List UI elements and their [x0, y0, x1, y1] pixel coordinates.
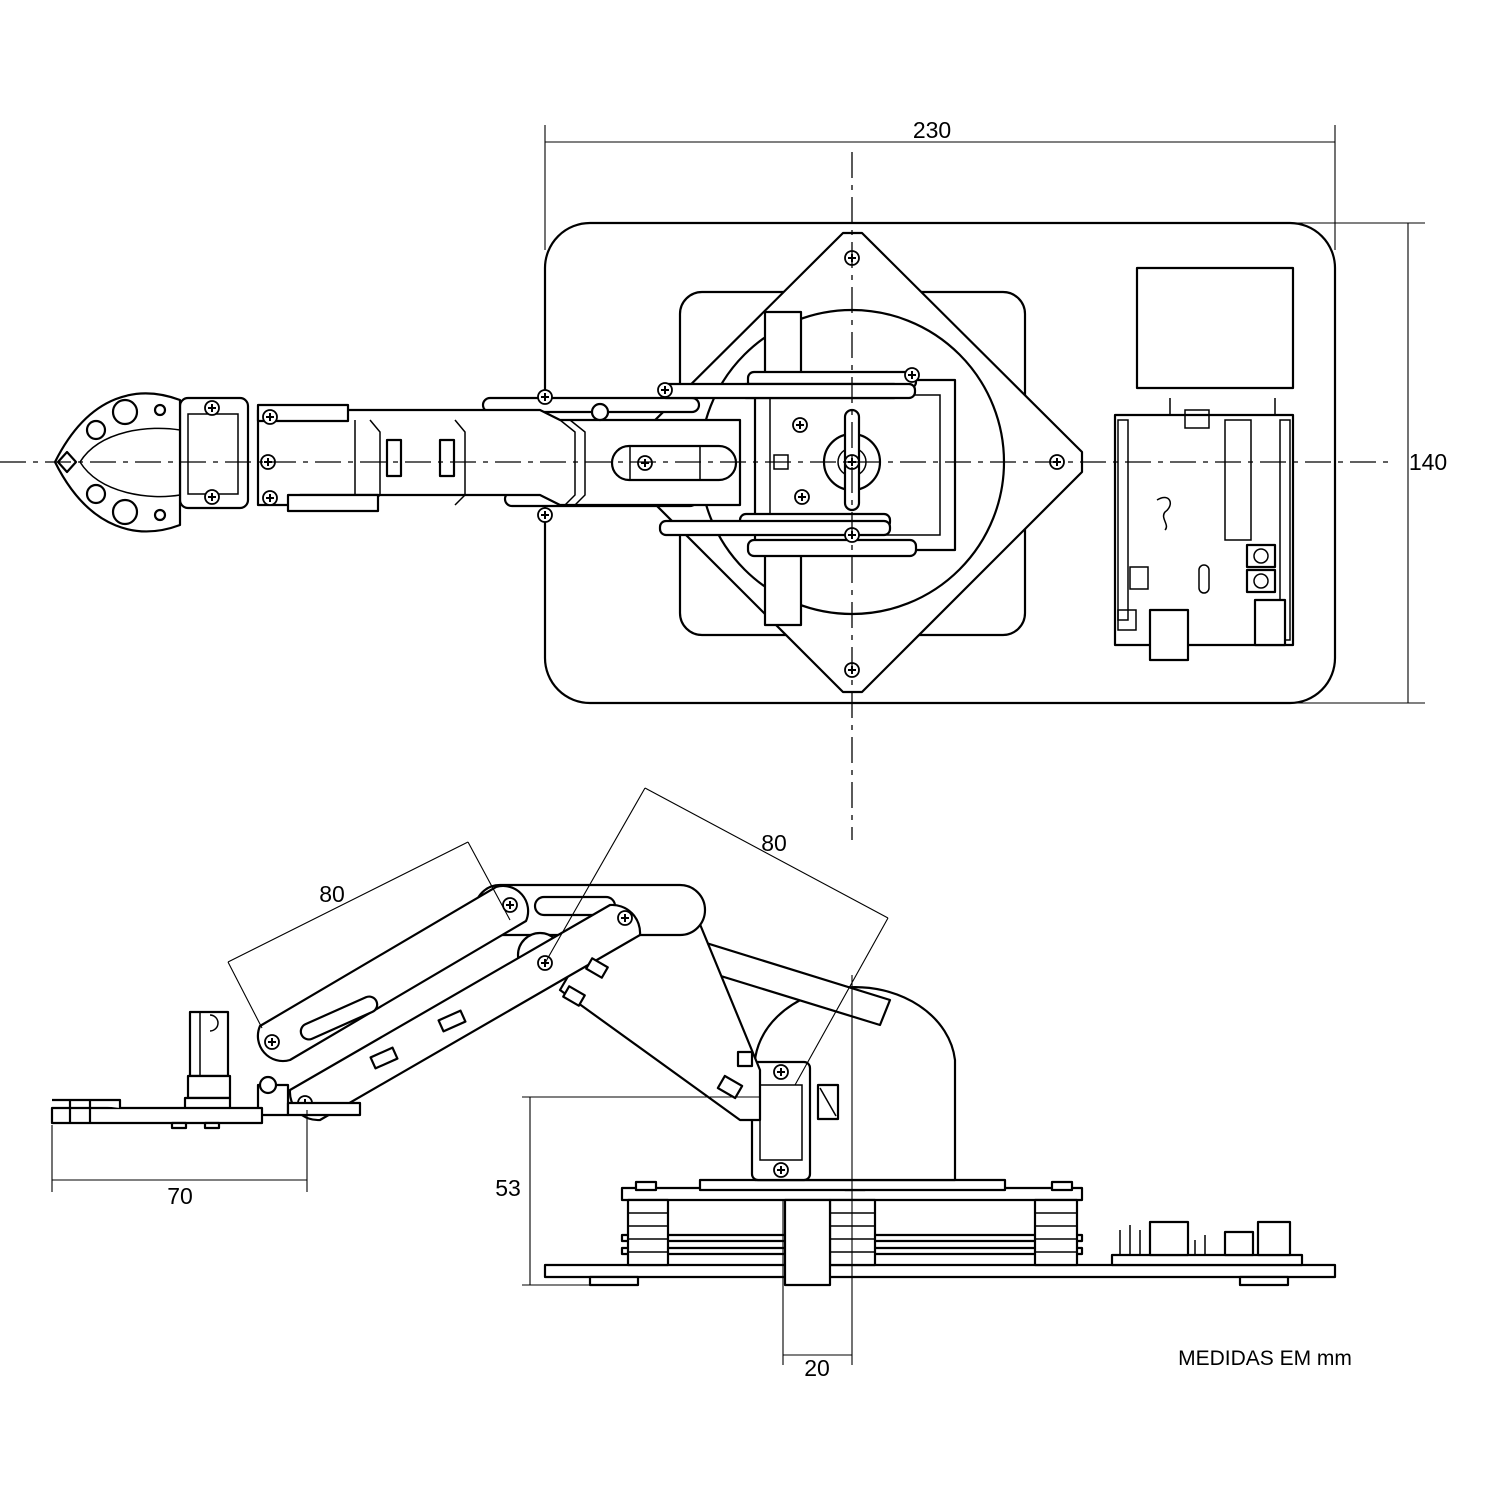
dimension-80-upper-arm: 80	[227, 841, 511, 1029]
screw-icon	[773, 1064, 789, 1080]
dimension-140: 140	[1290, 222, 1447, 704]
screw-icon	[537, 389, 553, 405]
dimension-label-230: 230	[913, 117, 951, 143]
screw-icon	[617, 910, 633, 926]
dimension-230: 230	[544, 117, 1336, 250]
board-logo-icon	[1156, 496, 1172, 531]
screw-icon	[794, 489, 810, 505]
units-note: MEDIDAS EM mm	[1178, 1347, 1352, 1370]
dimension-label-70: 70	[167, 1183, 193, 1209]
screw-icon	[264, 1034, 280, 1050]
side-base-plate	[543, 1263, 1337, 1279]
dimension-label-80-upper: 80	[319, 881, 345, 907]
screw-icon	[204, 400, 220, 416]
screw-icon	[262, 409, 278, 425]
dimension-80-forearm: 80	[544, 787, 889, 1086]
gripper-servo-side	[188, 1010, 230, 1078]
top-view	[53, 221, 1337, 705]
screw-icon	[204, 489, 220, 505]
dimension-label-80-forearm: 80	[761, 830, 787, 856]
screw-icon	[773, 1162, 789, 1178]
side-view	[50, 883, 1337, 1287]
dimension-53: 53	[495, 1096, 760, 1286]
screw-icon	[262, 490, 278, 506]
upper-arm-link	[481, 396, 701, 414]
dimension-label-20: 20	[804, 1355, 830, 1381]
screw-icon	[637, 455, 653, 471]
screw-icon	[657, 382, 673, 398]
dimension-70: 70	[51, 1110, 308, 1209]
arm-body	[256, 408, 742, 507]
arm-slot	[610, 444, 738, 482]
dimension-label-140: 140	[1409, 449, 1447, 475]
screw-icon	[792, 417, 808, 433]
screw-icon	[537, 507, 553, 523]
gripper-plate-side	[50, 1106, 264, 1125]
lcd-display	[1135, 266, 1295, 390]
power-jack	[1253, 598, 1287, 647]
dimension-label-53: 53	[495, 1175, 521, 1201]
dimension-20: 20	[782, 975, 853, 1381]
screw-icon	[904, 367, 920, 383]
usb-port	[1148, 608, 1190, 662]
